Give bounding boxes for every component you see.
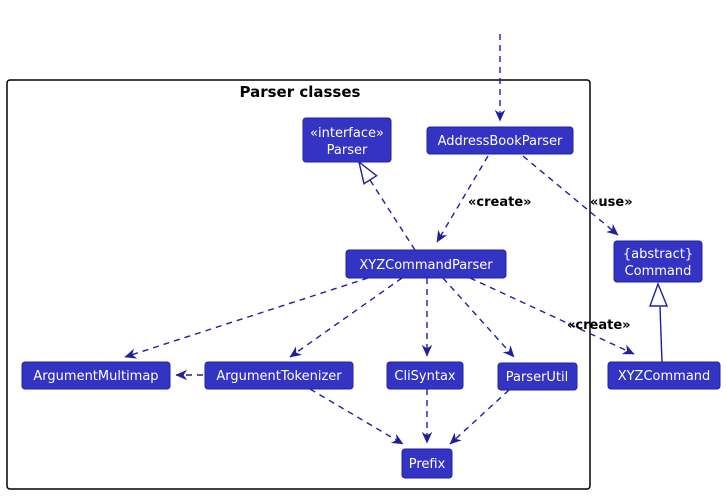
- edge-addressbookparser-to-xyzcommandparser: [436, 155, 489, 243]
- node-xyzcommand: XYZCommand: [607, 361, 721, 390]
- label-use: «use»: [590, 195, 633, 210]
- node-parserutil: ParserUtil: [497, 362, 578, 391]
- hollow-triangle-command-icon: [649, 282, 669, 307]
- node-addressbookparser-box: [426, 126, 574, 155]
- node-xyzcommand-box: [607, 361, 721, 390]
- frame-title: Parser classes: [240, 83, 361, 101]
- node-addressbookparser-name: AddressBookParser: [438, 134, 563, 149]
- node-xyzcommandparser: XYZCommandParser: [345, 249, 507, 279]
- hollow-triangle-parser-icon: [357, 160, 378, 185]
- node-prefix: Prefix: [401, 448, 453, 479]
- node-argumentmultimap: ArgumentMultimap: [21, 361, 171, 390]
- node-argumenttokenizer: ArgumentTokenizer: [204, 361, 354, 390]
- label-create-2: «create»: [567, 318, 631, 333]
- node-clisyntax-name: CliSyntax: [394, 369, 456, 384]
- edge-xyzcommandparser-to-argumentmultimap: [124, 277, 369, 359]
- node-addressbookparser: AddressBookParser: [426, 126, 574, 155]
- node-parser-stereotype: «interface»: [310, 126, 384, 141]
- node-parserutil-box: [497, 362, 578, 391]
- edge-argumenttokenizer-to-prefix: [309, 388, 404, 445]
- label-create-1: «create»: [468, 195, 532, 210]
- node-xyzcommandparser-box: [345, 249, 507, 279]
- node-command-box: [613, 240, 703, 283]
- node-clisyntax-box: [386, 361, 464, 390]
- node-argumentmultimap-name: ArgumentMultimap: [33, 369, 158, 384]
- node-parserutil-name: ParserUtil: [506, 370, 569, 385]
- edge-parserutil-to-prefix: [449, 389, 510, 445]
- edge-addressbookparser-to-command: [522, 155, 619, 236]
- edge-xyzcommandparser-to-argumenttokenizer: [289, 277, 403, 358]
- node-argumenttokenizer-name: ArgumentTokenizer: [216, 369, 342, 384]
- node-argumentmultimap-box: [21, 361, 171, 390]
- node-parser-name: Parser: [327, 143, 368, 158]
- node-argumenttokenizer-box: [204, 361, 354, 390]
- node-xyzcommand-name: XYZCommand: [618, 369, 711, 384]
- node-command-name: Command: [625, 264, 692, 279]
- node-command-stereotype: {abstract}: [623, 247, 693, 262]
- edge-xyzcommand-extends-command: [659, 306, 663, 363]
- node-parser-interface: «interface» Parser: [302, 117, 392, 163]
- edge-xyzcommandparser-to-parserutil: [442, 277, 515, 358]
- edge-xyzcommandparser-realizes-parser: [369, 179, 416, 251]
- node-xyzcommandparser-name: XYZCommandParser: [359, 258, 493, 273]
- node-parser-interface-box: [302, 117, 392, 163]
- node-clisyntax: CliSyntax: [386, 361, 464, 390]
- edge-xyzcommandparser-to-xyzcommand: [469, 277, 635, 355]
- node-command: {abstract} Command: [613, 240, 703, 283]
- node-prefix-name: Prefix: [409, 457, 446, 472]
- node-prefix-box: [401, 448, 453, 479]
